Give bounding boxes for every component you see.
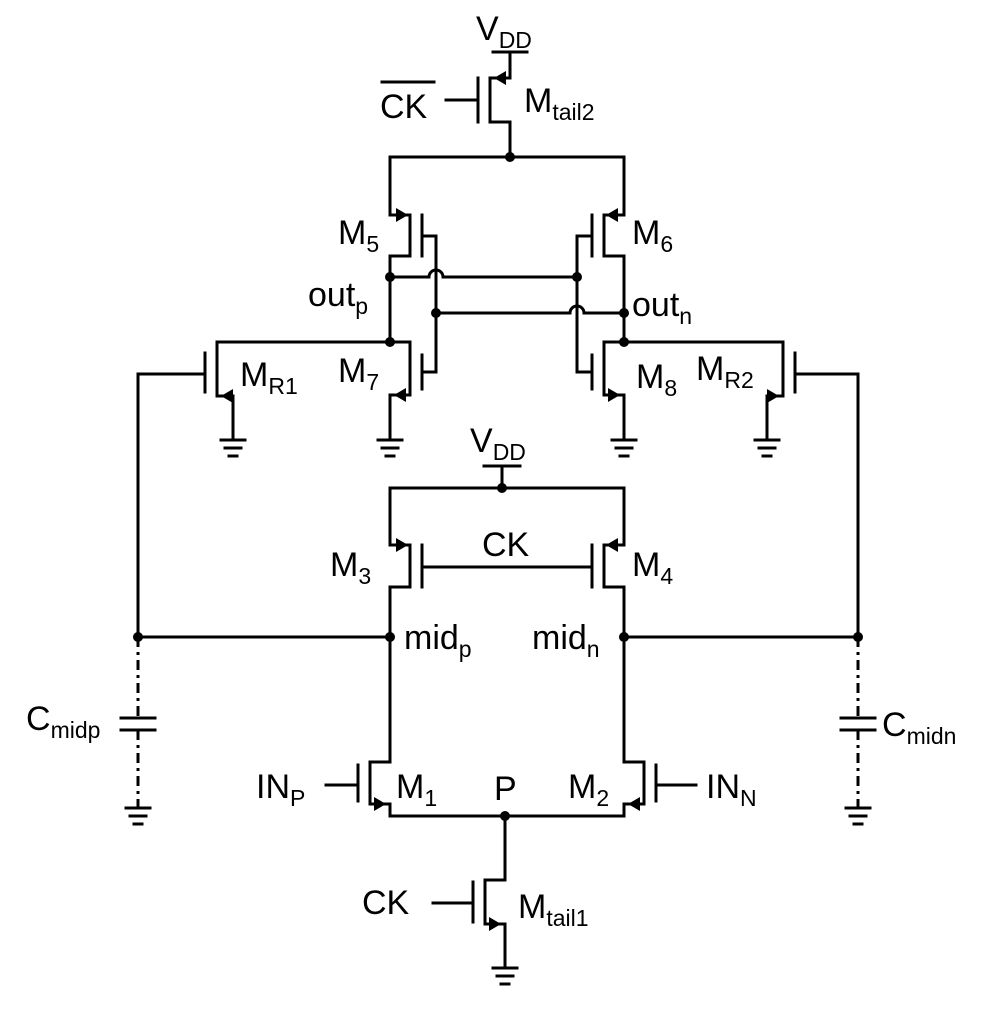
mr2-transistor [619, 337, 860, 639]
m3-label: M3 [330, 546, 371, 589]
ck-bar-label-group: CK [380, 80, 436, 126]
m5-transistor [388, 155, 438, 344]
m1-transistor [324, 635, 392, 818]
m7-label: M7 [338, 352, 379, 395]
mtail2-label: Mtail2 [524, 82, 595, 125]
mr1-transistor [136, 337, 395, 639]
m2-label: M2 [568, 768, 609, 811]
outp-label: outp [308, 276, 368, 319]
midn-label: midn [532, 619, 600, 662]
cross-wire-outn [434, 304, 626, 315]
cmidp-capacitor [119, 637, 157, 826]
m4-label: M4 [632, 546, 673, 589]
vdd-top-label: VDD [476, 10, 532, 53]
mr2-label: MR2 [696, 350, 754, 393]
m3-transistor [388, 486, 424, 639]
mtail1-label: Mtail1 [518, 888, 589, 931]
m2-transistor [622, 635, 698, 818]
ground-m7 [376, 438, 404, 458]
m6-label: M6 [632, 214, 673, 257]
ck-bot-label: CK [362, 884, 410, 922]
m8-label: M8 [636, 358, 677, 401]
ground-m8 [610, 438, 638, 458]
ground-mr1 [219, 438, 247, 458]
vdd-mid-label: VDD [470, 422, 526, 465]
inn-label: INN [706, 768, 757, 811]
p-label: P [494, 770, 517, 808]
ck-mid-label: CK [482, 526, 530, 564]
cmidp-label: Cmidp [26, 700, 100, 743]
outn-label: outn [632, 286, 692, 329]
m5-label: M5 [338, 214, 379, 257]
ck-bar-label: CK [380, 88, 428, 126]
mtail1-transistor [431, 814, 507, 970]
m7-transistor [388, 340, 438, 442]
cross-wire-outp [388, 268, 579, 279]
cmidn-capacitor [839, 637, 877, 826]
mtail2-transistor [444, 50, 529, 159]
ground-tail1 [491, 966, 519, 986]
midp-label: midp [404, 619, 472, 662]
m8-transistor [575, 340, 626, 442]
vdd-mid-rail [388, 464, 626, 493]
m1-label: M1 [396, 768, 437, 811]
node-tail2 [505, 152, 515, 162]
inp-label: INP [256, 768, 305, 811]
mr1-label: MR1 [240, 356, 298, 399]
m4-transistor [590, 486, 626, 639]
cmidn-label: Cmidn [882, 706, 956, 749]
ground-mr2 [753, 438, 781, 458]
